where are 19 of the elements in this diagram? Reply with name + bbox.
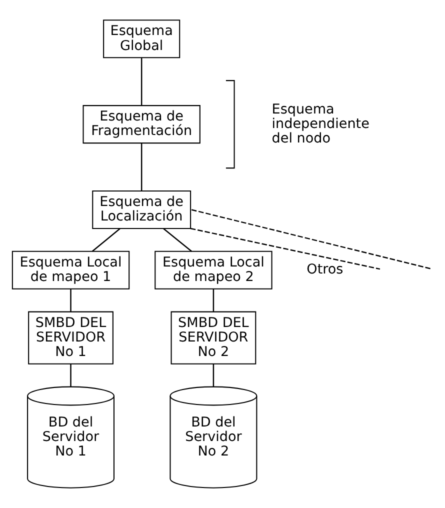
node-box: SMBD DEL SERVIDOR No 2 [170, 311, 256, 364]
label: Esquema independiente del nodo [272, 101, 370, 146]
connector [140, 58, 142, 106]
label: Otros [306, 262, 344, 278]
connector [92, 228, 120, 252]
node-box: Esquema Local de mapeo 1 [12, 250, 130, 290]
node-box: SMBD DEL SERVIDOR No 1 [28, 311, 114, 364]
node-box: Esquema Global [103, 20, 180, 58]
connector [212, 364, 214, 387]
node-box: Esquema Local de mapeo 2 [154, 250, 272, 290]
connector [140, 143, 142, 191]
connector [70, 364, 72, 387]
connector [70, 289, 72, 312]
connector [191, 209, 432, 270]
node-box: Esquema de Localización [92, 190, 192, 229]
node-box: Esquema de Fragmentación [82, 105, 200, 144]
connector [190, 228, 380, 270]
connector [212, 289, 214, 312]
connector [163, 228, 192, 252]
